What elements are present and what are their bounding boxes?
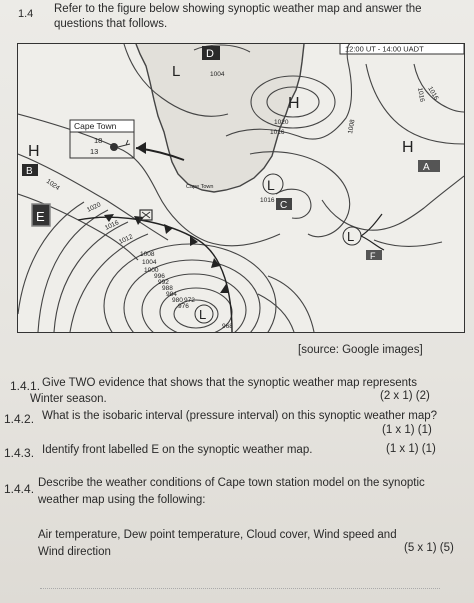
label-1008-right: 1008: [347, 119, 356, 135]
question-3-number: 1.4.3.: [4, 446, 35, 460]
question-4-marks: (5 x 1) (5): [404, 542, 454, 554]
letter-f: F: [370, 251, 376, 261]
station-dew: 13: [90, 147, 98, 156]
letter-e-box: [31, 203, 51, 227]
coastline: [135, 44, 305, 193]
east-front-line-2: [360, 235, 385, 251]
station-temp: 18: [94, 136, 102, 145]
letter-a-box: [418, 160, 440, 172]
map-source: [source: Google images]: [298, 344, 423, 356]
label-1000: 1000: [144, 267, 159, 274]
east-front-line: [360, 213, 383, 237]
question-4-number: 1.4.4.: [4, 482, 35, 496]
label-1016-centre: 1016: [260, 197, 275, 204]
label-1004-top: 1004: [210, 71, 225, 78]
label-1004: 1004: [142, 259, 157, 266]
low-centre: L: [267, 177, 275, 193]
station-wind-barb-icon: [117, 139, 131, 148]
question-4-list-line2: Wind direction: [38, 546, 111, 558]
question-4-list-line1: Air temperature, Dew point temperature, …: [38, 529, 397, 541]
label-984: 984: [166, 291, 177, 298]
letter-c: C: [280, 200, 287, 211]
question-1-line1: Give TWO evidence that shows that the sy…: [42, 377, 417, 389]
front-arrow-head: [136, 142, 146, 154]
station-small-box: [139, 209, 153, 221]
low-south-ring: [194, 304, 214, 324]
high-left: H: [28, 143, 40, 160]
label-1020: 1020: [274, 119, 289, 126]
cape-town-label: Cape Town: [74, 121, 117, 131]
time-label-box: [339, 44, 464, 55]
isobars: [18, 44, 464, 332]
low-centre-ring: [262, 173, 284, 195]
question-2-marks: (1 x 1) (1): [382, 424, 432, 436]
label-968: 968: [222, 323, 233, 330]
question-1-marks: (2 x 1) (2): [380, 390, 430, 402]
high-right: H: [402, 139, 414, 156]
low-north: L: [172, 63, 180, 80]
question-2-number: 1.4.2.: [4, 412, 35, 426]
intro-text-line2: questions that follows.: [54, 18, 168, 30]
letter-b-box: [22, 164, 38, 176]
label-1016-top: 1016: [270, 129, 285, 136]
letter-d-box: [202, 46, 220, 60]
letter-b: B: [26, 166, 33, 177]
station-cloud-cover-icon: [110, 143, 118, 151]
time-label: 12:00 UT - 14:00 UADT: [345, 45, 424, 54]
label-980: 980: [172, 297, 183, 304]
label-1020-left: 1020: [86, 201, 102, 214]
question-1-number: 1.4.1.: [10, 379, 41, 393]
synoptic-weather-map: 12:00 UT - 14:00 UADT: [17, 43, 465, 333]
label-1008: 1008: [140, 251, 155, 258]
station-model-box: [69, 131, 135, 159]
question-2-line1: What is the isobaric interval (pressure …: [42, 410, 438, 422]
letter-c-box: [276, 198, 292, 210]
question-3-marks: (1 x 1) (1): [386, 443, 436, 455]
intro-number: 1.4: [18, 8, 34, 20]
question-3-line1: Identify front labelled E on the synopti…: [42, 444, 313, 456]
label-972: 972: [184, 297, 195, 304]
label-992: 992: [158, 279, 169, 286]
question-4-line1: Describe the weather conditions of Cape …: [38, 477, 425, 489]
bottom-faint-line: [40, 588, 440, 590]
question-4-line2: weather map using the following:: [38, 494, 206, 506]
label-996: 996: [154, 273, 165, 280]
cold-front-triangles: [104, 214, 229, 293]
label-1024: 1024: [45, 178, 61, 192]
question-1-line2: Winter season.: [30, 393, 107, 405]
cape-town-small-label: Cape Town: [186, 184, 213, 190]
intro-text-line1: Refer to the figure below showing synopt…: [54, 3, 422, 15]
station-cross-icon: [141, 211, 151, 219]
label-1012: 1012: [118, 233, 134, 246]
label-988: 988: [162, 285, 173, 292]
low-south: L: [199, 307, 206, 322]
cold-front-line: [77, 216, 233, 332]
letter-f-box: [366, 250, 382, 260]
map-drawing: 12:00 UT - 14:00 UADT: [18, 44, 464, 332]
low-east: L: [347, 229, 354, 244]
label-1016-right: 1016: [416, 87, 425, 103]
letter-d: D: [206, 48, 214, 60]
letter-a: A: [423, 162, 430, 173]
letter-e: E: [36, 209, 45, 224]
label-976: 976: [178, 303, 189, 310]
high-centre: H: [288, 95, 300, 112]
